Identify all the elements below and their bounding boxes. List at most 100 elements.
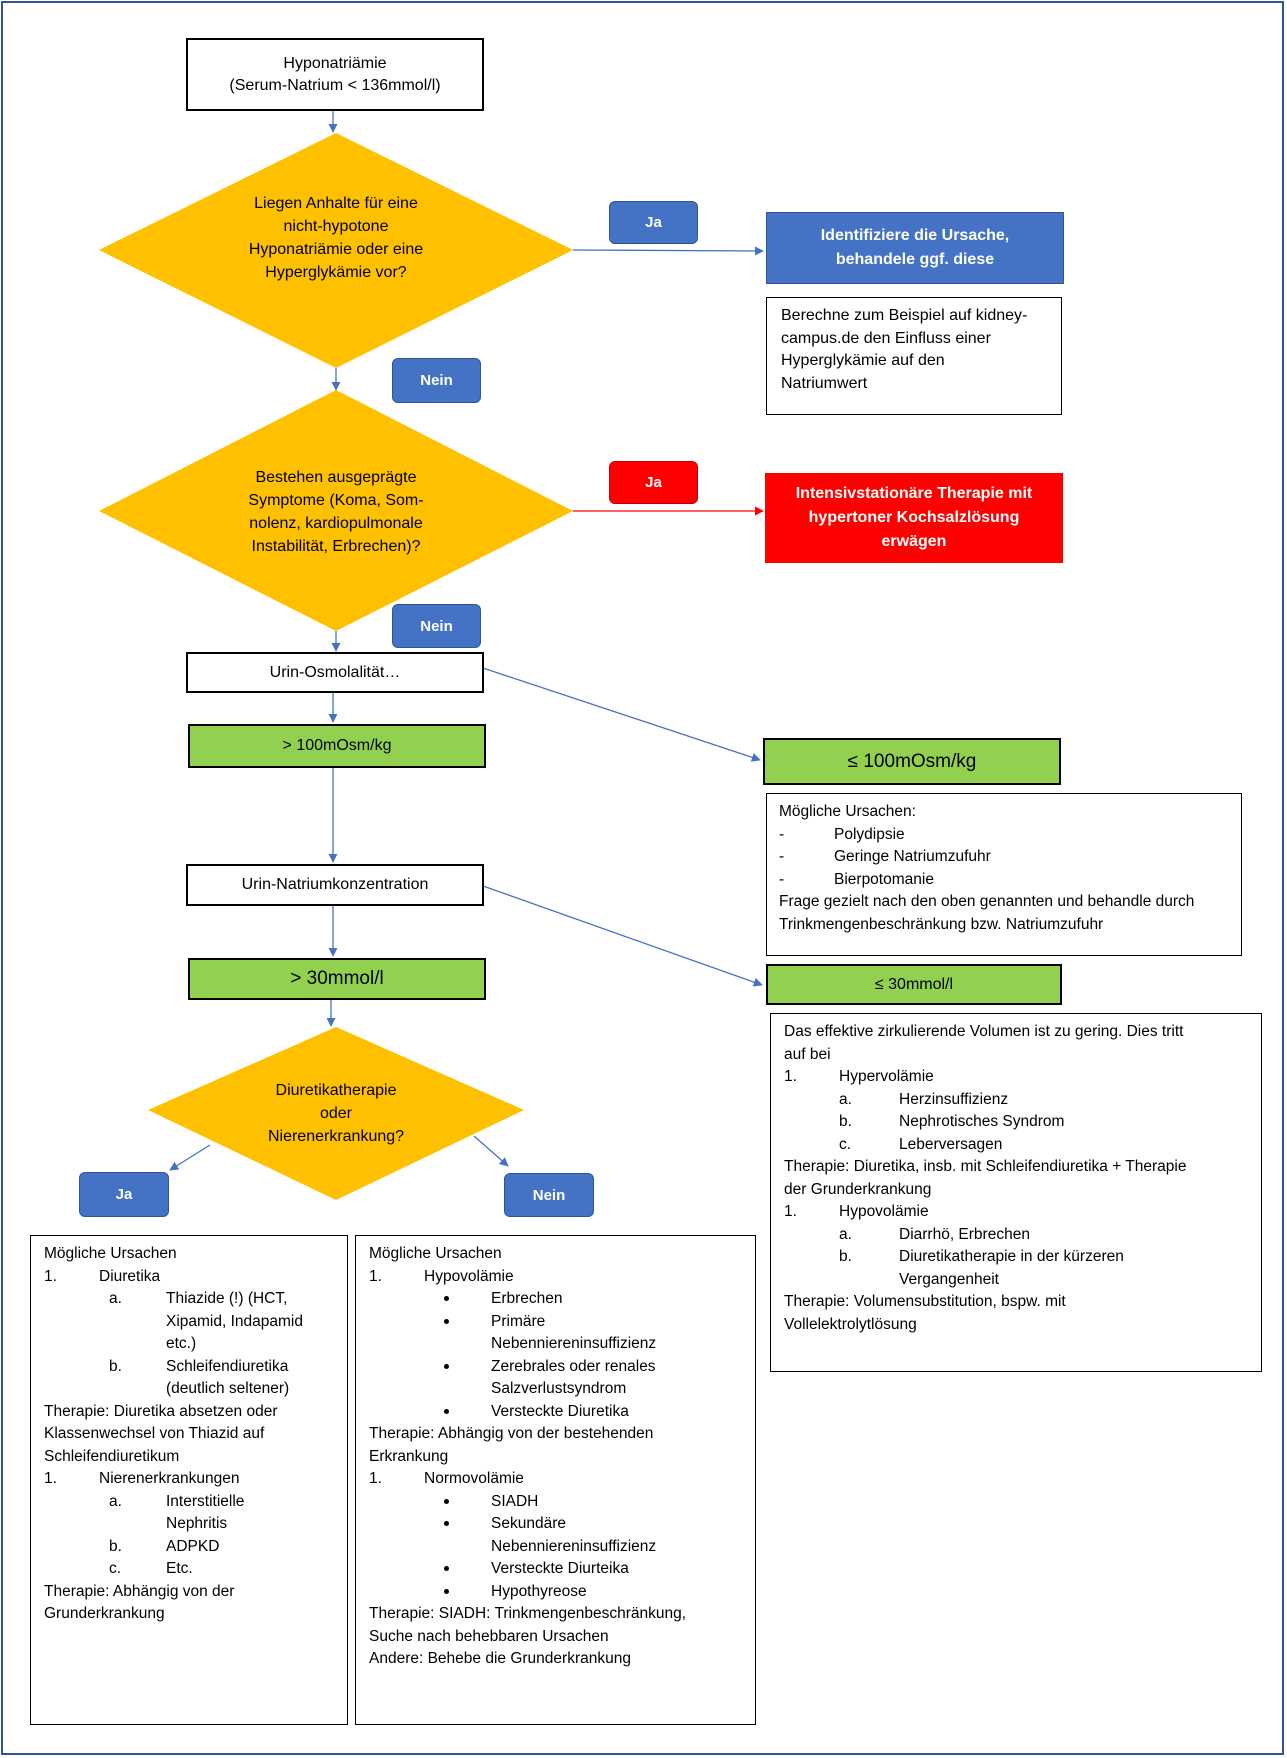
osm-note-footer: Trinkmengenbeschränkung bzw. Natriumzufu… xyxy=(779,915,1104,933)
urine-osm-title: Urin-Osmolalität… xyxy=(269,663,401,681)
note-heading: Mögliche Ursachen xyxy=(369,1245,502,1262)
note-heading: Mögliche Ursachen xyxy=(44,1245,177,1262)
q1-line: Hyperglykämie vor? xyxy=(265,264,407,281)
dash: - xyxy=(779,848,785,865)
bullet-icon xyxy=(444,1408,449,1414)
dash: - xyxy=(779,870,785,888)
q1-note-line: Berechne zum Beispiel auf kidney- xyxy=(781,307,1028,324)
item-text: Salzverlustsyndrom xyxy=(491,1380,627,1397)
item-text: Nephrotisches Syndrom xyxy=(899,1113,1065,1130)
letter: b. xyxy=(839,1248,852,1265)
num: 1. xyxy=(44,1470,57,1487)
osm-low-note: Mögliche Ursachen: -Polydipsie -Geringe … xyxy=(766,793,1242,956)
q1-action-box: Identifiziere die Ursache, behandele ggf… xyxy=(766,212,1064,284)
item-text: Nebenniereninsuffizienz xyxy=(491,1335,657,1352)
urine-na-box: Urin-Natriumkonzentration xyxy=(186,864,484,906)
osm-note-footer: Frage gezielt nach den oben genannten un… xyxy=(779,893,1195,910)
arrow-osm-to-low xyxy=(482,667,761,762)
note-item: 1.Diuretika xyxy=(44,1266,334,1289)
note-therapy: Therapie: Abhängig von der bestehenden xyxy=(369,1425,654,1442)
diuretic-causes-note: Mögliche Ursachen 1.Diuretika a.Thiazide… xyxy=(30,1235,348,1725)
bullet-item: Primäre xyxy=(369,1311,742,1334)
item-text: Vergangenheit xyxy=(899,1270,999,1288)
letter: c. xyxy=(839,1135,852,1153)
bullet-icon xyxy=(444,1318,449,1324)
q2-text: Bestehen ausgeprägte Symptome (Koma, Som… xyxy=(180,466,492,558)
item-text: Versteckte Diuretika xyxy=(491,1402,629,1420)
item-text: Xipamid, Indapamid xyxy=(166,1312,303,1330)
decision-diamond-2 xyxy=(99,390,573,631)
item-text: Nebenniereninsuffizienz xyxy=(491,1537,657,1555)
bullet-icon xyxy=(444,1296,449,1302)
letter: a. xyxy=(109,1492,122,1510)
na-note-hypo-item: b.Diuretikatherapie in der kürzeren xyxy=(784,1246,1248,1269)
q2-line: Bestehen ausgeprägte xyxy=(255,469,417,486)
na-note-hypo-item: a.Diarrhö, Erbrechen xyxy=(784,1224,1248,1247)
bullet-item: Hypothyreose xyxy=(369,1581,742,1604)
dash: - xyxy=(779,825,785,843)
na-low-label: ≤ 30mmol/l xyxy=(874,975,954,993)
q2-line: Instabilität, Erbrechen)? xyxy=(251,538,421,555)
na-note-hypo-text: Hypovolämie xyxy=(839,1203,929,1220)
note-therapy: Grunderkrankung xyxy=(44,1605,165,1622)
na-note-therapy: Vollelektrolytlösung xyxy=(784,1315,917,1333)
urine-osm-box: Urin-Osmolalität… xyxy=(186,652,484,693)
q2-action-box: Intensivstationäre Therapie mit hyperton… xyxy=(765,473,1063,563)
q2-line: Symptome (Koma, Som- xyxy=(248,492,424,509)
bullet-icon xyxy=(444,1588,449,1594)
decision-diamond-1 xyxy=(99,133,573,368)
item-text: SIADH xyxy=(491,1492,539,1510)
letter: b. xyxy=(109,1537,122,1555)
osm-note-item: -Bierpotomanie xyxy=(779,869,1229,892)
num: 1. xyxy=(784,1203,797,1220)
q1-note-line: Natriumwert xyxy=(781,374,868,392)
q3-text: Diuretikatherapie oder Nierenerkrankung? xyxy=(230,1079,442,1148)
note-item: 1.Normovolämie xyxy=(369,1468,742,1491)
decision-diamond-3 xyxy=(148,1027,524,1200)
note-item: 1.Hypovolämie xyxy=(369,1266,742,1289)
arrow-q1-to-action xyxy=(572,246,764,256)
osm-low-box: ≤ 100mOsm/kg xyxy=(763,738,1061,785)
start-line2: (Serum-Natrium < 136mmol/l) xyxy=(229,76,441,94)
q1-yes-label: Ja xyxy=(609,201,698,244)
osm-low-label: ≤ 100mOsm/kg xyxy=(847,750,977,772)
bullet-item: Erbrechen xyxy=(369,1288,742,1311)
na-low-box: ≤ 30mmol/l xyxy=(766,964,1062,1005)
q3-line: Diuretikatherapie xyxy=(275,1082,397,1099)
q2-action-line: Intensivstationäre Therapie mit xyxy=(795,485,1033,502)
osm-high-label: > 100mOsm/kg xyxy=(282,737,392,754)
bullet-icon xyxy=(444,1521,449,1527)
q1-note-line: campus.de den Einfluss einer xyxy=(781,329,991,347)
arrow-na-to-low xyxy=(482,885,763,987)
na-note-hyper-text: Hypervolämie xyxy=(839,1068,934,1085)
q1-action-line: behandele ggf. diese xyxy=(835,251,995,268)
note-subitem: a.Thiazide (!) (HCT, xyxy=(44,1288,334,1311)
item-text: Herzinsuffizienz xyxy=(899,1090,1009,1108)
note-subitem: c.Etc. xyxy=(44,1558,334,1581)
bullet-icon xyxy=(444,1566,449,1572)
note-therapy: Andere: Behebe die Grunderkrankung xyxy=(369,1650,631,1667)
osm-high-box: > 100mOsm/kg xyxy=(188,724,486,768)
q1-note-line: Hyperglykämie auf den xyxy=(781,352,945,369)
bullet-item-cont: Nebenniereninsuffizienz xyxy=(369,1536,742,1559)
osm-note-item: -Polydipsie xyxy=(779,824,1229,847)
num: 1. xyxy=(369,1267,382,1285)
bullet-item: Versteckte Diuretika xyxy=(369,1401,742,1424)
bullet-icon xyxy=(444,1498,449,1504)
num: 1. xyxy=(784,1068,797,1085)
item-text: Interstitielle xyxy=(166,1492,245,1510)
letter: b. xyxy=(109,1357,122,1375)
q1-line: Hyponatriämie oder eine xyxy=(248,241,424,258)
letter: b. xyxy=(839,1113,852,1130)
bullet-item: SIADH xyxy=(369,1491,742,1514)
osm-note-heading: Mögliche Ursachen: xyxy=(779,803,916,820)
bullet-item-cont: Salzverlustsyndrom xyxy=(369,1378,742,1401)
q2-action-line: erwägen xyxy=(881,533,947,550)
note-subitem-cont: Xipamid, Indapamid xyxy=(44,1311,334,1334)
note-item: 1.Nierenerkrankungen xyxy=(44,1468,334,1491)
q3-yes-label: Ja xyxy=(79,1172,169,1217)
item-text: Leberversagen xyxy=(899,1135,1003,1153)
item-text: Primäre xyxy=(491,1312,546,1330)
